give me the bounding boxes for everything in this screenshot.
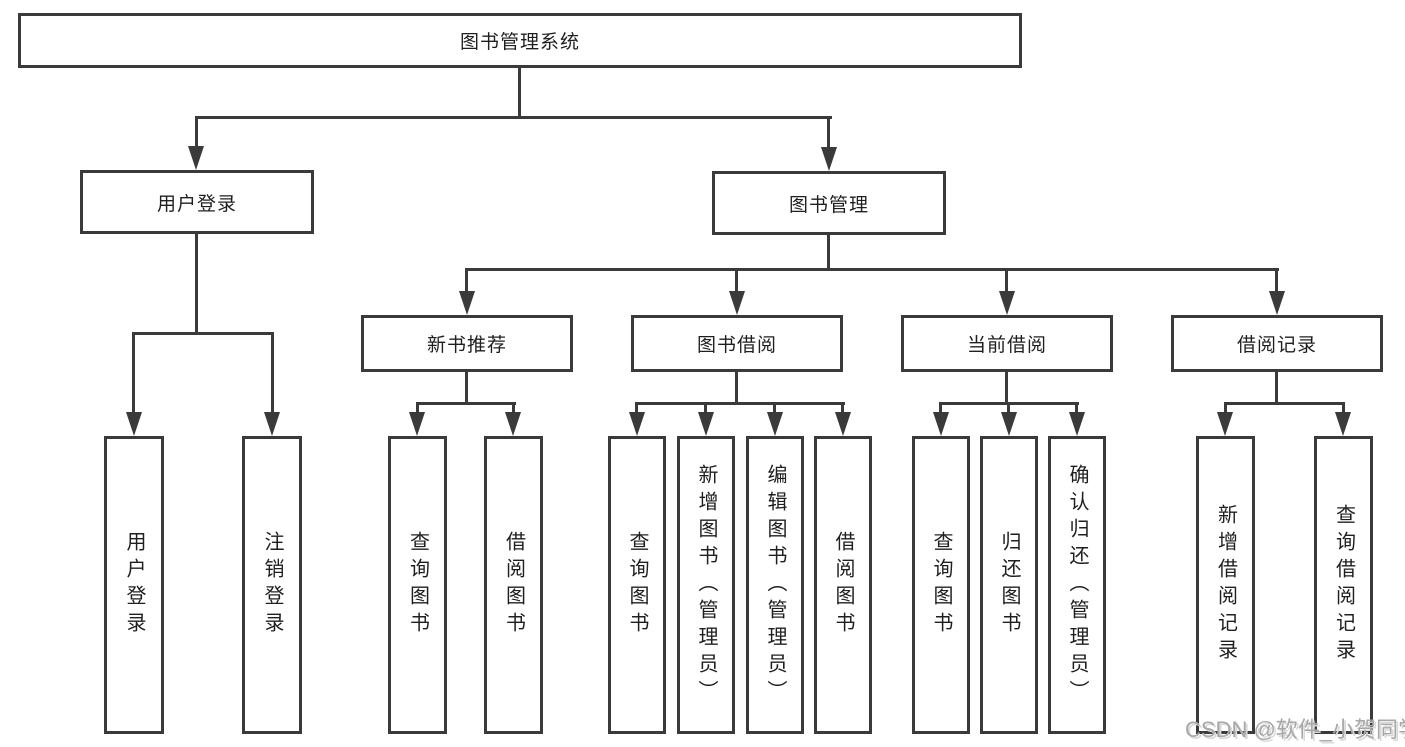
leaf-label: 用户登录	[123, 531, 145, 639]
connector-vline	[704, 402, 707, 414]
connector-hline	[465, 268, 1279, 271]
node-current-borrow: 当前借阅	[901, 315, 1113, 372]
leaf-edit-books-admin: 编辑图书（管理员）	[746, 436, 804, 734]
connector-vline	[1007, 402, 1010, 414]
connector-vline	[132, 332, 135, 414]
leaf-label: 查询借阅记录	[1332, 504, 1355, 666]
arrow-down-icon	[1269, 291, 1285, 315]
connector-hline	[195, 116, 832, 119]
leaf-borrow-books: 借阅图书	[484, 436, 543, 734]
connector-vline	[1005, 268, 1008, 294]
arrow-down-icon	[1001, 412, 1017, 436]
node-label: 图书借阅	[696, 335, 777, 356]
arrow-down-icon	[999, 291, 1015, 315]
connector-vline	[195, 116, 198, 148]
leaf-confirm-return-admin: 确认归还（管理员）	[1048, 436, 1106, 734]
connector-vline	[773, 402, 776, 414]
arrow-down-icon	[729, 291, 745, 315]
connector-vline	[735, 370, 738, 405]
connector-vline	[465, 370, 468, 405]
connector-vline	[841, 402, 844, 414]
leaf-label: 新增借阅记录	[1214, 504, 1237, 666]
node-label: 图书管理	[788, 194, 869, 216]
csdn-watermark: CSDN @软件_小贺同学	[1185, 717, 1405, 742]
arrow-down-icon	[1217, 412, 1233, 436]
connector-vline	[827, 233, 830, 270]
connector-vline	[1342, 402, 1345, 414]
connector-vline	[416, 402, 419, 414]
connector-hline	[132, 332, 274, 335]
leaf-label: 查询图书	[930, 531, 952, 639]
leaf-add-borrow-record: 新增借阅记录	[1196, 436, 1255, 734]
arrow-down-icon	[698, 412, 714, 436]
connector-vline	[195, 232, 198, 334]
arrow-down-icon	[1069, 412, 1085, 436]
leaf-label: 借阅图书	[502, 531, 525, 639]
arrow-down-icon	[459, 291, 475, 315]
arrow-down-icon	[835, 412, 851, 436]
connector-vline	[735, 268, 738, 294]
arrow-down-icon	[126, 412, 142, 436]
node-book-management: 图书管理	[712, 171, 946, 235]
node-label: 用户登录	[156, 193, 237, 215]
connector-vline	[1224, 402, 1227, 414]
leaf-label: 查询图书	[626, 531, 648, 639]
node-new-book-recommend: 新书推荐	[361, 315, 573, 372]
arrow-down-icon	[409, 412, 425, 436]
connector-vline	[635, 402, 638, 414]
leaf-label: 归还图书	[998, 531, 1020, 639]
node-borrow-records: 借阅记录	[1171, 315, 1383, 372]
arrow-down-icon	[933, 412, 949, 436]
connector-vline	[1075, 402, 1078, 414]
leaf-borrow-books: 借阅图书	[814, 436, 872, 734]
leaf-query-books: 查询图书	[608, 436, 666, 734]
leaf-label: 新增图书（管理员）	[695, 463, 717, 707]
connector-hline	[1224, 402, 1345, 405]
node-user-login: 用户登录	[80, 170, 314, 234]
node-label: 当前借阅	[966, 335, 1047, 356]
arrow-down-icon	[767, 412, 783, 436]
connector-vline	[271, 332, 274, 414]
node-label: 图书管理系统	[459, 32, 580, 53]
connector-vline	[465, 268, 468, 294]
connector-vline	[827, 116, 830, 149]
leaf-user-login: 用户登录	[104, 436, 164, 734]
connector-vline	[1275, 370, 1278, 405]
node-library-system: 图书管理系统	[18, 13, 1022, 68]
node-label: 借阅记录	[1236, 335, 1317, 356]
arrow-down-icon	[188, 146, 204, 170]
connector-vline	[512, 402, 515, 414]
leaf-label: 查询图书	[406, 531, 429, 639]
leaf-query-books: 查询图书	[912, 436, 970, 734]
connector-vline	[518, 67, 521, 119]
connector-hline	[635, 402, 845, 405]
node-book-borrow: 图书借阅	[631, 315, 843, 372]
leaf-add-books-admin: 新增图书（管理员）	[677, 436, 735, 734]
arrow-down-icon	[264, 412, 280, 436]
connector-vline	[1005, 370, 1008, 405]
arrow-down-icon	[505, 412, 521, 436]
leaf-label: 借阅图书	[832, 531, 854, 639]
leaf-query-borrow-record: 查询借阅记录	[1314, 436, 1373, 734]
connector-vline	[1275, 268, 1278, 294]
node-label: 新书推荐	[426, 335, 507, 356]
leaf-label: 注销登录	[261, 531, 283, 639]
arrow-down-icon	[1335, 412, 1351, 436]
arrow-down-icon	[629, 412, 645, 436]
leaf-label: 确认归还（管理员）	[1066, 463, 1088, 707]
leaf-return-books: 归还图书	[980, 436, 1038, 734]
connector-hline	[416, 402, 516, 405]
connector-vline	[939, 402, 942, 414]
leaf-label: 编辑图书（管理员）	[764, 463, 786, 707]
leaf-logout: 注销登录	[242, 436, 302, 734]
arrow-down-icon	[821, 147, 837, 171]
leaf-query-books: 查询图书	[388, 436, 447, 734]
